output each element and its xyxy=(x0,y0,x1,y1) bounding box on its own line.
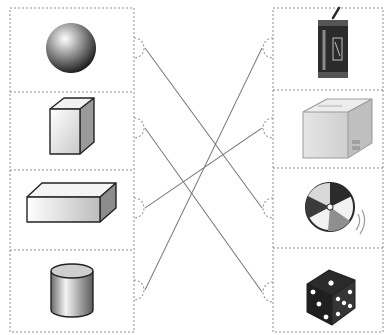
sphere-icon xyxy=(46,23,96,73)
beach-ball-icon xyxy=(305,182,366,235)
connection-sphere-beach-ball xyxy=(144,47,263,209)
connection-cube-dice xyxy=(144,127,263,293)
connector-left-2[interactable] xyxy=(133,117,145,139)
connector-left-3[interactable] xyxy=(133,197,145,219)
connector-right-1[interactable] xyxy=(262,37,274,59)
drink-can-icon xyxy=(318,6,348,78)
cube-icon xyxy=(49,97,95,155)
connection-lines xyxy=(144,47,263,293)
dice-icon xyxy=(306,269,356,326)
cylinder-icon xyxy=(50,263,94,318)
connection-cylinder-can xyxy=(144,47,263,291)
connector-right-4[interactable] xyxy=(262,281,274,303)
left-column xyxy=(9,7,135,333)
connector-right-3[interactable] xyxy=(262,197,274,219)
connector-right-2[interactable] xyxy=(262,117,274,139)
left-connectors xyxy=(133,37,145,301)
rectangular-prism-icon xyxy=(26,182,117,223)
connector-left-1[interactable] xyxy=(133,37,145,59)
connector-left-4[interactable] xyxy=(133,279,145,301)
right-connectors xyxy=(262,37,274,303)
cardboard-box-icon xyxy=(302,98,373,159)
right-column xyxy=(272,7,384,333)
